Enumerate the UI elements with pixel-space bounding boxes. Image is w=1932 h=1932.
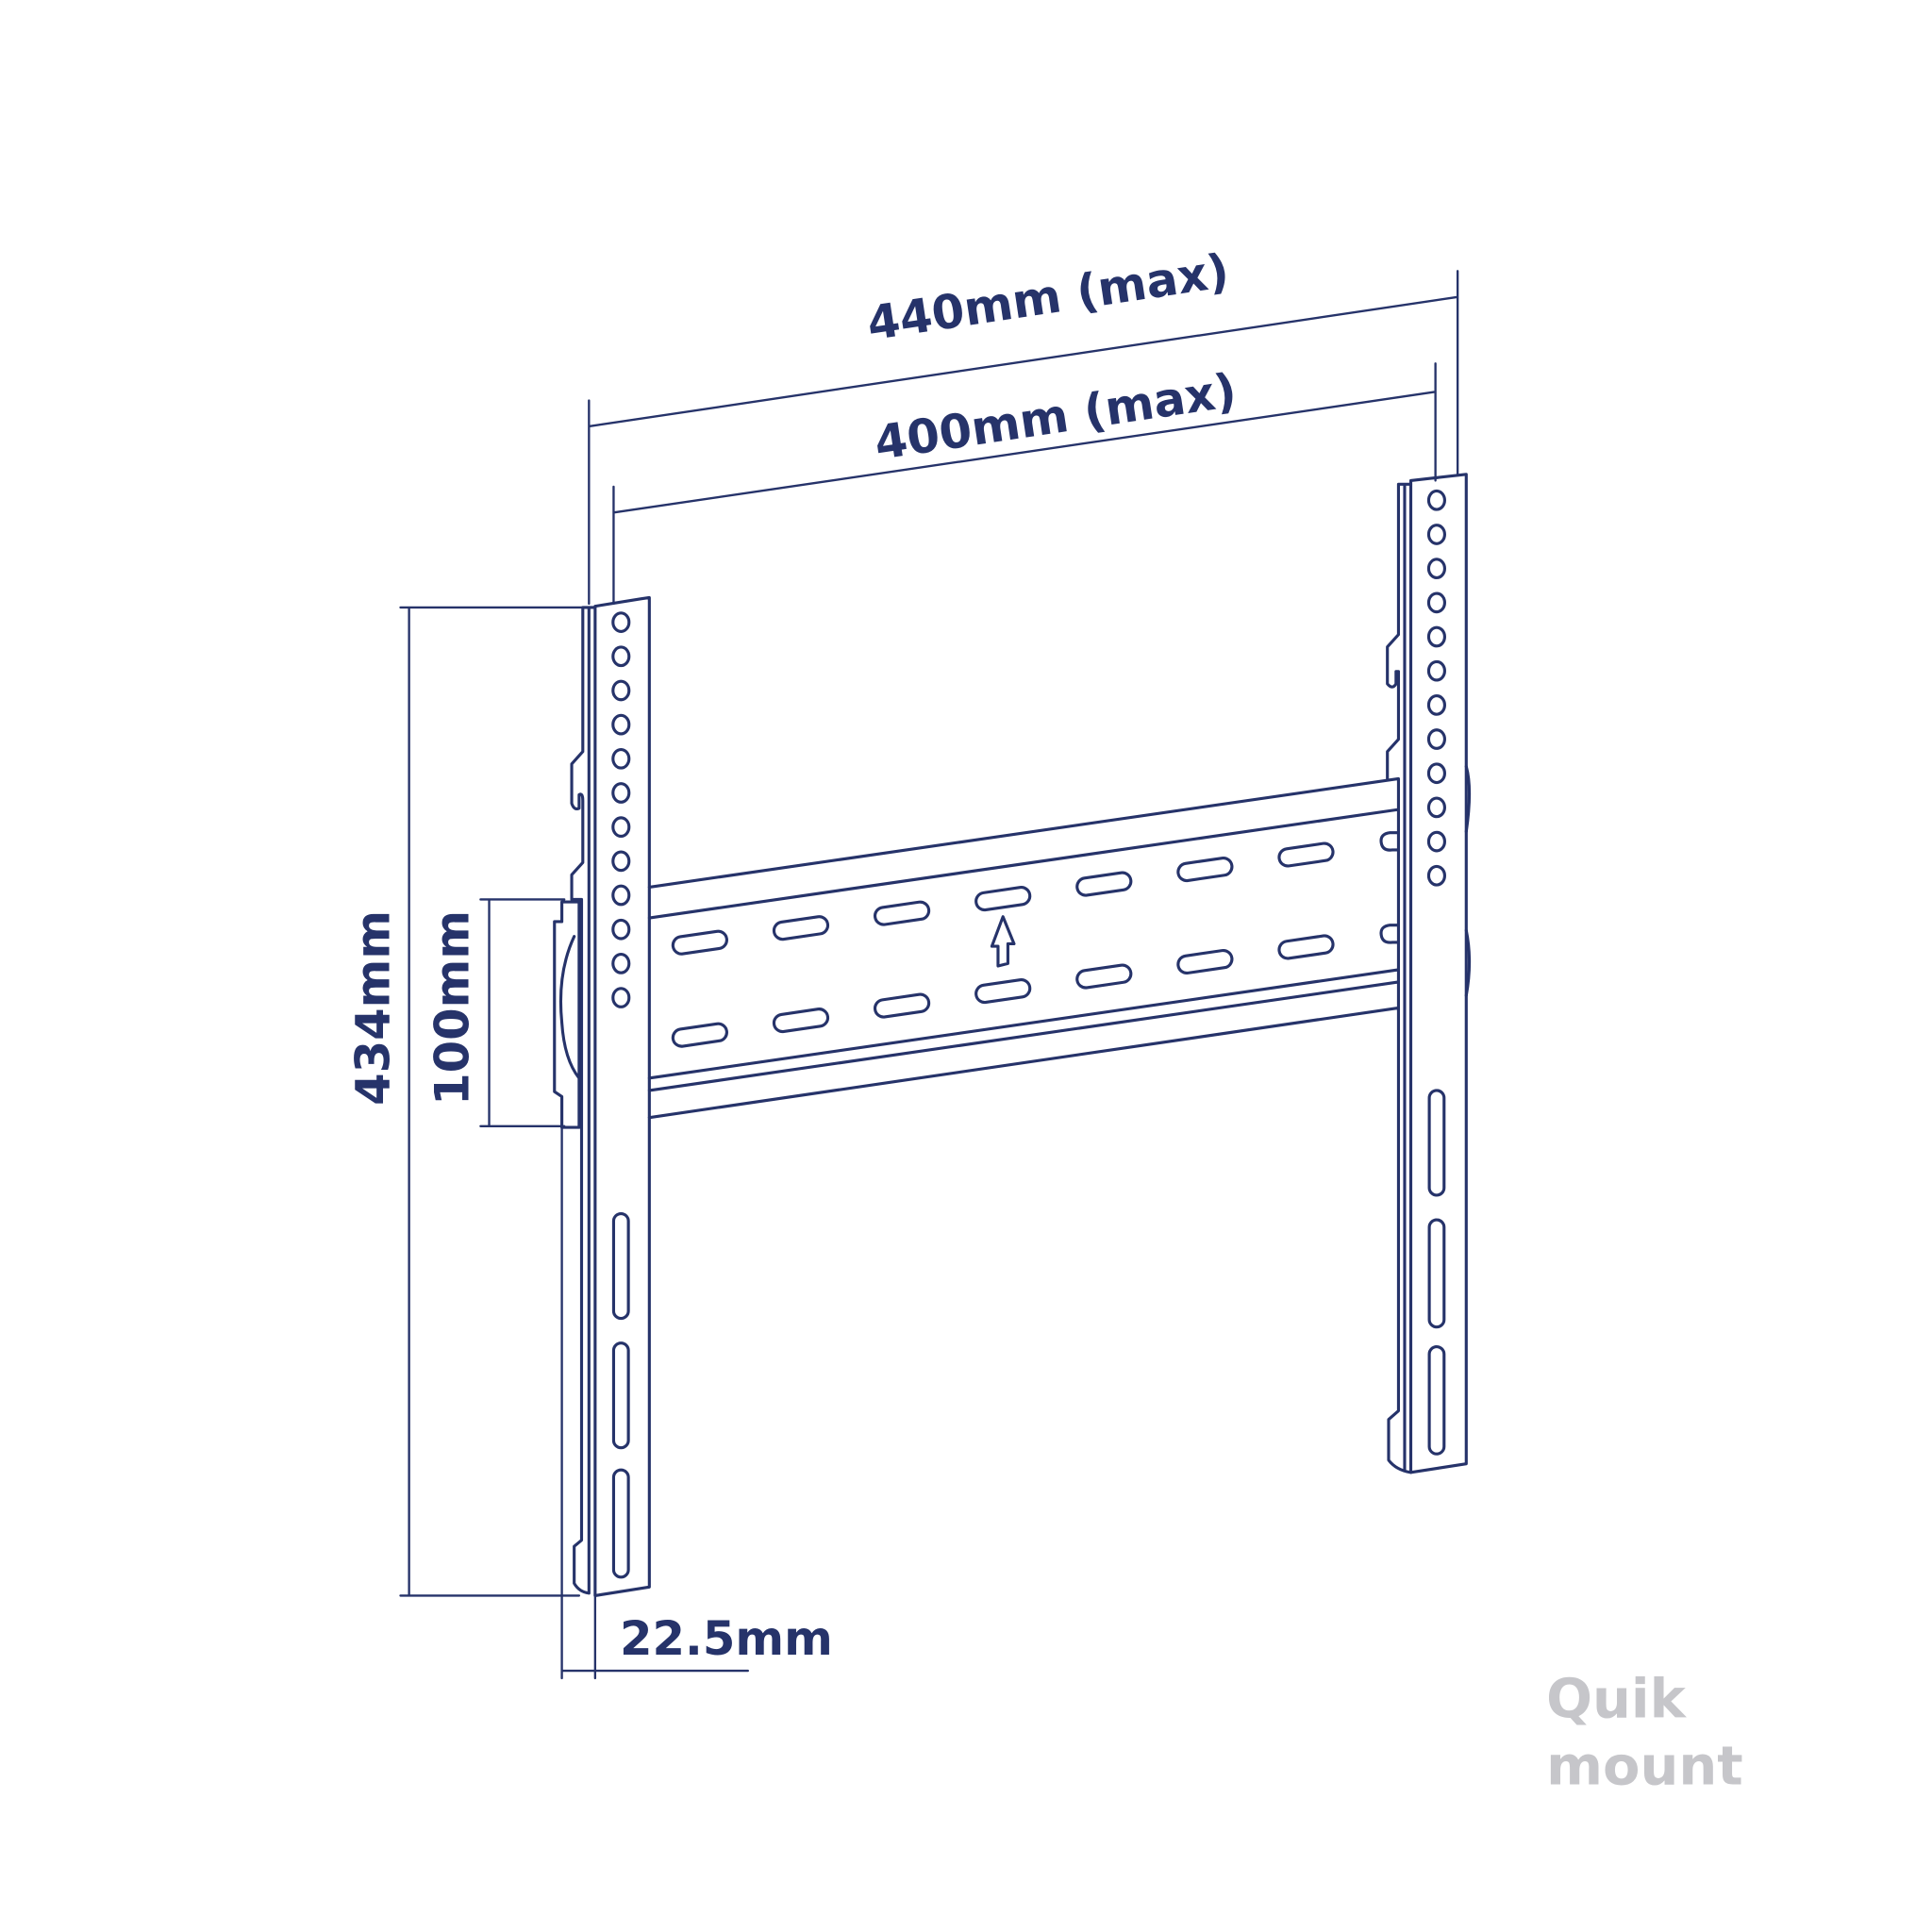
right-bracket-hole [1426, 762, 1446, 785]
right-bracket [1386, 473, 1472, 1474]
cross-bar-slot [974, 886, 1032, 912]
cross-bar-slot [873, 900, 931, 926]
left-bracket-hole [611, 953, 631, 974]
cross-bar-slot-partial [1379, 924, 1401, 944]
left-bracket-hole [611, 713, 631, 736]
right-bracket-hole [1426, 659, 1446, 682]
left-bracket-hole [611, 884, 631, 907]
cross-bar-slot [772, 1008, 830, 1034]
cross-bar-slot [1176, 856, 1234, 883]
dimension-22-5: 22.5mm [560, 1120, 833, 1680]
dimension-400-label: 400mm (max) [871, 363, 1240, 472]
right-bracket-hole [1426, 796, 1446, 819]
right-bracket-hole [1426, 524, 1446, 545]
cross-bar-slot [1277, 841, 1335, 868]
left-bracket-slot [611, 1211, 630, 1321]
right-bracket-hole [1426, 830, 1446, 853]
logo-line1: Quik [1546, 1668, 1687, 1731]
up-arrow-icon [990, 915, 1016, 968]
left-bracket-hole [611, 918, 631, 941]
dimension-22-5-label: 22.5mm [620, 1611, 833, 1666]
left-bracket [553, 595, 651, 1597]
cross-bar-slot [1075, 963, 1133, 990]
left-bracket-slot [611, 1468, 630, 1579]
cross-bar-slot [671, 929, 728, 956]
left-bracket-hole [611, 611, 631, 633]
left-bracket-hole [611, 747, 631, 770]
dimension-440-label: 440mm (max) [863, 243, 1232, 352]
cross-bar-slot [873, 992, 931, 1019]
left-bracket-slot [611, 1341, 630, 1450]
cross-bar-slot [1075, 871, 1133, 897]
right-bracket-slot [1427, 1345, 1446, 1456]
left-bracket-hole [611, 987, 631, 1008]
cross-bar-slot-partial [1379, 831, 1401, 852]
cross-bar-slot [671, 1022, 728, 1048]
right-bracket-hole [1426, 694, 1446, 716]
dimension-100: 100mm [425, 898, 566, 1127]
right-bracket-hole [1426, 864, 1446, 887]
right-bracket-hole [1426, 728, 1446, 750]
left-bracket-hole [611, 816, 631, 839]
right-bracket-slot [1427, 1218, 1446, 1329]
right-bracket-slot [1427, 1089, 1446, 1197]
left-bracket-hole [611, 679, 631, 702]
cross-bar-slot [772, 915, 830, 941]
dimension-400: 400mm (max) [612, 362, 1437, 606]
right-bracket-hole [1426, 489, 1446, 511]
cross-bar-slot [1277, 934, 1335, 960]
dimension-434: 434mm [346, 606, 587, 1597]
dimension-434-label: 434mm [346, 910, 401, 1106]
right-bracket-hole [1426, 625, 1446, 648]
logo-line2: mount [1546, 1734, 1743, 1797]
cross-bar-slot [974, 978, 1032, 1005]
cross-bar [647, 776, 1401, 1120]
quikmount-logo: Quik mount [1546, 1668, 1743, 1798]
left-bracket-hole [611, 850, 631, 873]
right-bracket-hole [1426, 558, 1446, 580]
cross-bar-slot [1176, 948, 1234, 975]
left-bracket-hole [611, 645, 631, 668]
cross-bar-slots [671, 831, 1401, 1048]
dimension-100-label: 100mm [425, 910, 479, 1106]
right-bracket-hole [1426, 591, 1446, 614]
left-bracket-hole [611, 782, 631, 804]
